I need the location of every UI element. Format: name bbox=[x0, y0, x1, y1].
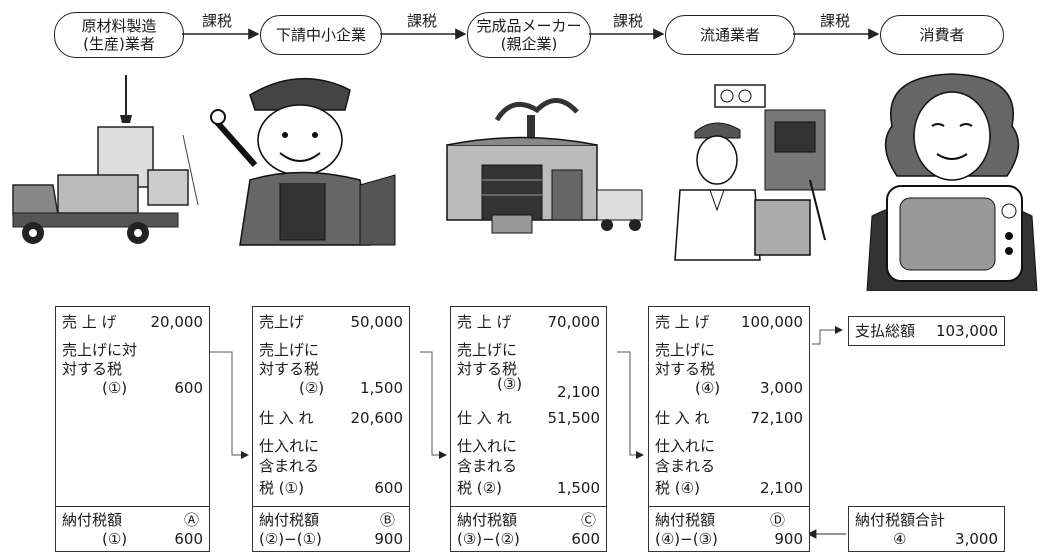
sales-tax-value: 2,100 bbox=[557, 383, 600, 401]
stage-label: 消費者 bbox=[919, 26, 965, 44]
truck-illustration bbox=[12, 75, 199, 244]
purchase-tax-label: 含まれる bbox=[259, 457, 320, 475]
payment-formula: (②)−(①) bbox=[259, 530, 322, 548]
sales-value: 20,000 bbox=[150, 313, 204, 331]
sales-tax-label: 対する税 bbox=[655, 360, 716, 378]
sales-tax-label: 売上げに bbox=[457, 341, 518, 359]
tax-label: 課税 bbox=[202, 12, 233, 30]
sales-tax-label: 対する税 bbox=[62, 360, 123, 378]
payment-formula: (④)−(③) bbox=[655, 530, 718, 548]
total-payment-label: 支払総額 bbox=[855, 322, 916, 340]
sales-tax-ref: (④) bbox=[695, 379, 721, 397]
total-tax-value: 3,000 bbox=[955, 530, 998, 548]
sales-tax-label: 売上げに bbox=[259, 341, 320, 359]
purchase-label: 仕 入 れ bbox=[655, 409, 710, 427]
stage-distributor: 流通業者 bbox=[665, 15, 795, 55]
payment-box-b: 納付税額 Ⓑ (②)−(①) 900 bbox=[252, 506, 410, 552]
purchase-label: 仕 入 れ bbox=[457, 409, 512, 427]
sales-tax-ref: (②) bbox=[299, 379, 325, 397]
payment-marker: Ⓐ bbox=[183, 511, 199, 529]
purchase-tax-label: 含まれる bbox=[457, 457, 518, 475]
sales-value: 100,000 bbox=[740, 313, 803, 331]
tax-label: 課税 bbox=[820, 12, 851, 30]
total-payment-value: 103,000 bbox=[935, 322, 998, 340]
sales-tax-value: 600 bbox=[174, 379, 203, 397]
payment-label: 納付税額 bbox=[457, 511, 518, 529]
payment-formula: (①) bbox=[102, 530, 128, 548]
sales-label: 売上げ bbox=[259, 313, 305, 331]
purchase-tax-value: 1,500 bbox=[557, 479, 600, 497]
purchase-tax-label: 税 (①) bbox=[259, 479, 304, 497]
stage-label: 完成品メーカー (親企業) bbox=[476, 17, 582, 53]
payment-value: 900 bbox=[374, 530, 403, 548]
purchase-value: 72,100 bbox=[750, 409, 804, 427]
purchase-label: 仕 入 れ bbox=[259, 409, 314, 427]
stage-label: 原材料製造 (生産)業者 bbox=[81, 17, 157, 53]
sales-tax-label: 対する税 bbox=[259, 360, 320, 378]
stage-subcontractor: 下請中小企業 bbox=[260, 15, 382, 55]
purchase-tax-value: 2,100 bbox=[760, 479, 803, 497]
sales-tax-label: 対する税 bbox=[457, 360, 518, 378]
payment-marker: Ⓑ bbox=[379, 511, 395, 529]
tax-label: 課税 bbox=[407, 12, 438, 30]
payment-value: 600 bbox=[174, 530, 203, 548]
payment-label: 納付税額 bbox=[655, 511, 716, 529]
total-connector bbox=[812, 326, 843, 345]
stage-label: 下請中小企業 bbox=[275, 26, 366, 44]
purchase-tax-label: 税 (④) bbox=[655, 479, 700, 497]
purchase-tax-label: 仕入れに bbox=[457, 437, 518, 455]
total-tax-box: 納付税額合計 ④ 3,000 bbox=[848, 506, 1005, 552]
stage-consumer: 消費者 bbox=[880, 15, 1004, 55]
total-payment-box: 支払総額 103,000 bbox=[848, 316, 1005, 346]
payment-label: 納付税額 bbox=[259, 511, 320, 529]
payment-marker: Ⓒ bbox=[580, 511, 596, 529]
total-tax-ref: ④ bbox=[893, 530, 907, 548]
ledger-manufacturer: 売 上 げ 70,000 売上げに 対する税 (③) 2,100 仕 入 れ 5… bbox=[450, 306, 607, 508]
payment-label: 納付税額 bbox=[62, 511, 123, 529]
purchase-value: 51,500 bbox=[547, 409, 601, 427]
payment-value: 600 bbox=[571, 530, 600, 548]
purchase-value: 20,600 bbox=[350, 409, 404, 427]
ledger-subcontractor: 売上げ 50,000 売上げに 対する税 (②) 1,500 仕 入 れ 20,… bbox=[252, 306, 410, 508]
sales-tax-value: 3,000 bbox=[760, 379, 803, 397]
payment-box-a: 納付税額 Ⓐ (①) 600 bbox=[55, 506, 210, 552]
payment-value: 900 bbox=[774, 530, 803, 548]
purchase-tax-label: 含まれる bbox=[655, 457, 716, 475]
stage-label: 流通業者 bbox=[699, 26, 760, 44]
sales-tax-label: 売上げに対 bbox=[62, 341, 138, 359]
purchase-tax-label: 仕入れに bbox=[655, 437, 716, 455]
stage-manufacturer: 完成品メーカー (親企業) bbox=[467, 12, 591, 58]
sales-label: 売 上 げ bbox=[62, 313, 117, 331]
carry-connector bbox=[617, 351, 644, 459]
ledger-distributor: 売 上 げ 100,000 売上げに 対する税 (④) 3,000 仕 入 れ … bbox=[648, 306, 810, 508]
factory-illustration bbox=[446, 98, 643, 234]
total-tax-label: 納付税額合計 bbox=[855, 511, 946, 529]
sales-label: 売 上 げ bbox=[457, 313, 512, 331]
carry-connector bbox=[420, 351, 447, 459]
purchase-tax-label: 税 (②) bbox=[457, 479, 502, 497]
distributor-illustration bbox=[674, 84, 826, 261]
sales-value: 70,000 bbox=[547, 313, 601, 331]
payment-formula: (③)−(②) bbox=[457, 530, 520, 548]
sales-tax-value: 1,500 bbox=[360, 379, 403, 397]
sales-tax-ref: (③) bbox=[497, 375, 523, 393]
worker-illustration bbox=[210, 77, 396, 246]
purchase-tax-value: 600 bbox=[374, 479, 403, 497]
consumer-illustration bbox=[866, 73, 1038, 291]
stage-raw-material-producer: 原材料製造 (生産)業者 bbox=[54, 12, 184, 58]
sales-value: 50,000 bbox=[350, 313, 404, 331]
sales-label: 売 上 げ bbox=[655, 313, 710, 331]
tax-label: 課税 bbox=[613, 12, 644, 30]
payment-box-c: 納付税額 Ⓒ (③)−(②) 600 bbox=[450, 506, 607, 552]
payment-marker: Ⓓ bbox=[769, 511, 785, 529]
purchase-tax-label: 仕入れに bbox=[259, 437, 320, 455]
payment-box-d: 納付税額 Ⓓ (④)−(③) 900 bbox=[648, 506, 810, 552]
carry-connector bbox=[210, 351, 249, 459]
sales-tax-label: 売上げに bbox=[655, 341, 716, 359]
sales-tax-ref: (①) bbox=[102, 379, 128, 397]
ledger-raw-material: 売 上 げ 20,000 売上げに対 対する税 (①) 600 bbox=[55, 306, 210, 508]
